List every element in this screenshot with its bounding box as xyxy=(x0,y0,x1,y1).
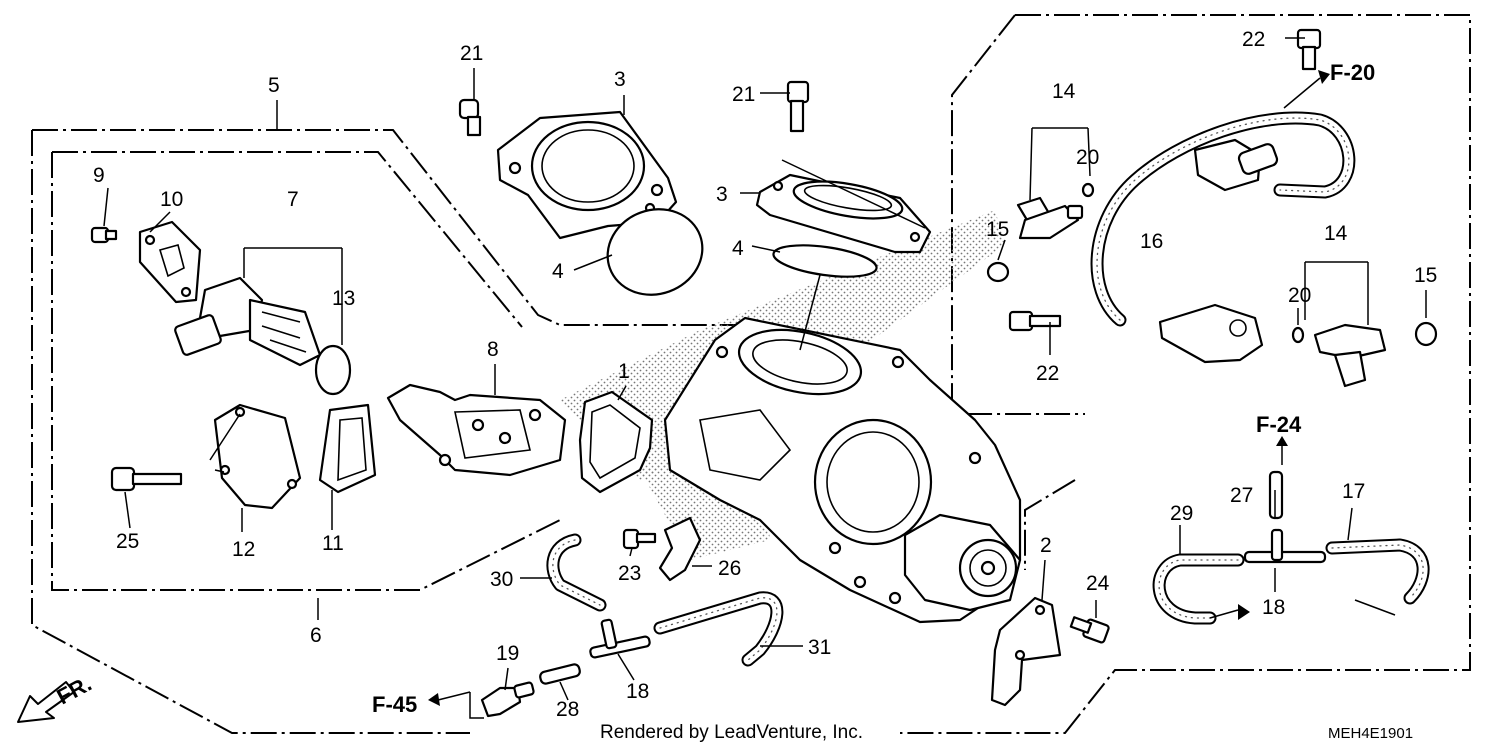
part-7-idle-air-control-valve xyxy=(174,276,322,367)
part-12-cover-plate xyxy=(213,403,302,510)
callout-12: 12 xyxy=(232,538,255,561)
reference-f24: F-24 xyxy=(1256,412,1302,437)
part-8-housing xyxy=(386,383,567,477)
part-20-o-ring-left xyxy=(1081,182,1095,198)
part-3-intake-flange-right xyxy=(755,173,932,254)
callout-1: 1 xyxy=(618,360,630,383)
callout-numbers: 5 21 3 21 3 4 4 9 10 7 13 8 1 25 12 11 6… xyxy=(93,28,1437,721)
callout-8: 8 xyxy=(487,338,499,361)
part-25-bolt xyxy=(110,466,183,492)
callout-5: 5 xyxy=(268,74,280,97)
part-11-gasket xyxy=(318,403,377,494)
callout-14-left: 14 xyxy=(1052,80,1076,103)
callout-25: 25 xyxy=(116,530,139,553)
callout-15-right: 15 xyxy=(1414,264,1437,287)
callout-28: 28 xyxy=(556,698,579,721)
callout-26: 26 xyxy=(718,557,741,580)
part-18-tee-joint-right xyxy=(1243,528,1327,564)
callout-23: 23 xyxy=(618,562,641,585)
reference-f20: F-20 xyxy=(1330,60,1375,85)
part-16-fuel-hose xyxy=(1090,111,1356,327)
part-15-seal-right xyxy=(1414,321,1438,347)
part-31-hose xyxy=(653,591,784,667)
group-outline-6 xyxy=(51,151,561,591)
throttle-pulley xyxy=(903,513,1022,612)
part-19-fitting xyxy=(480,681,535,718)
part-21-bolt-right xyxy=(786,80,810,133)
callout-14-right: 14 xyxy=(1324,222,1348,245)
callout-15-left: 15 xyxy=(986,218,1009,241)
callout-7: 7 xyxy=(287,188,299,211)
part-20-o-ring-right xyxy=(1291,326,1305,344)
callout-30: 30 xyxy=(490,568,513,591)
part-30-hose xyxy=(546,533,607,612)
part-18-tee-joint-lower xyxy=(589,618,651,659)
part-10-bracket xyxy=(138,220,202,304)
part-21-bolt-left xyxy=(458,98,482,137)
part-13-o-ring xyxy=(314,344,352,396)
part-15-seal-left xyxy=(986,261,1010,283)
part-14-injector-right xyxy=(1313,323,1387,388)
callout-9: 9 xyxy=(93,164,105,187)
callout-21-left: 21 xyxy=(460,42,483,65)
fuel-rail-fitting-lower xyxy=(1158,303,1264,364)
part-1-gasket xyxy=(578,390,654,494)
callout-10: 10 xyxy=(160,188,183,211)
part-27-tube xyxy=(1268,470,1284,520)
fuel-rail-fitting-upper xyxy=(1193,138,1279,192)
front-direction-arrow-icon: FR. xyxy=(17,671,96,723)
diagram-code: MEH4E1901 xyxy=(1328,725,1413,742)
callout-11: 11 xyxy=(322,532,344,555)
reference-f45: F-45 xyxy=(372,692,417,717)
callout-3-right: 3 xyxy=(716,183,728,206)
part-4-o-ring-right xyxy=(772,244,878,278)
part-29-hose xyxy=(1152,553,1245,625)
callout-27: 27 xyxy=(1230,484,1253,507)
callout-20-left: 20 xyxy=(1076,146,1099,169)
part-24-bolt xyxy=(1069,616,1110,644)
leader-lines xyxy=(103,37,1427,701)
callout-6: 6 xyxy=(310,624,322,647)
callout-18-right: 18 xyxy=(1262,596,1285,619)
callout-22-lower: 22 xyxy=(1036,362,1059,385)
part-4-o-ring-left xyxy=(606,208,704,296)
part-14-injector-left xyxy=(1016,196,1084,240)
callout-20-right: 20 xyxy=(1288,284,1311,307)
part-22-bolt-center xyxy=(1008,310,1062,332)
part-28-tube xyxy=(539,663,581,685)
reference-arrows xyxy=(428,70,1396,719)
part-26-clamp xyxy=(658,516,702,582)
callout-31: 31 xyxy=(808,636,831,659)
callout-17: 17 xyxy=(1342,480,1365,503)
callout-22-upper: 22 xyxy=(1242,28,1265,51)
callout-4-right: 4 xyxy=(732,237,744,260)
callout-13: 13 xyxy=(332,287,355,310)
part-22-bolt-top xyxy=(1296,28,1322,71)
callout-29: 29 xyxy=(1170,502,1193,525)
callout-24: 24 xyxy=(1086,572,1110,595)
part-23-bolt xyxy=(622,528,657,550)
part-3-intake-funnel-left xyxy=(496,110,678,240)
callout-16: 16 xyxy=(1140,230,1163,253)
part-17-hose xyxy=(1325,538,1430,605)
callout-18-lower: 18 xyxy=(626,680,649,703)
callout-2: 2 xyxy=(1040,534,1052,557)
group-outline-injector-right xyxy=(900,14,1471,734)
render-credit: Rendered by LeadVenture, Inc. xyxy=(600,722,863,743)
callout-19: 19 xyxy=(496,642,519,665)
callout-21-right: 21 xyxy=(732,83,755,106)
part-2-cable-bracket xyxy=(990,596,1062,707)
callout-3-left: 3 xyxy=(614,68,626,91)
part-9-screw xyxy=(90,226,118,244)
group-outline-5 xyxy=(31,129,780,734)
callout-4-left: 4 xyxy=(552,260,564,283)
